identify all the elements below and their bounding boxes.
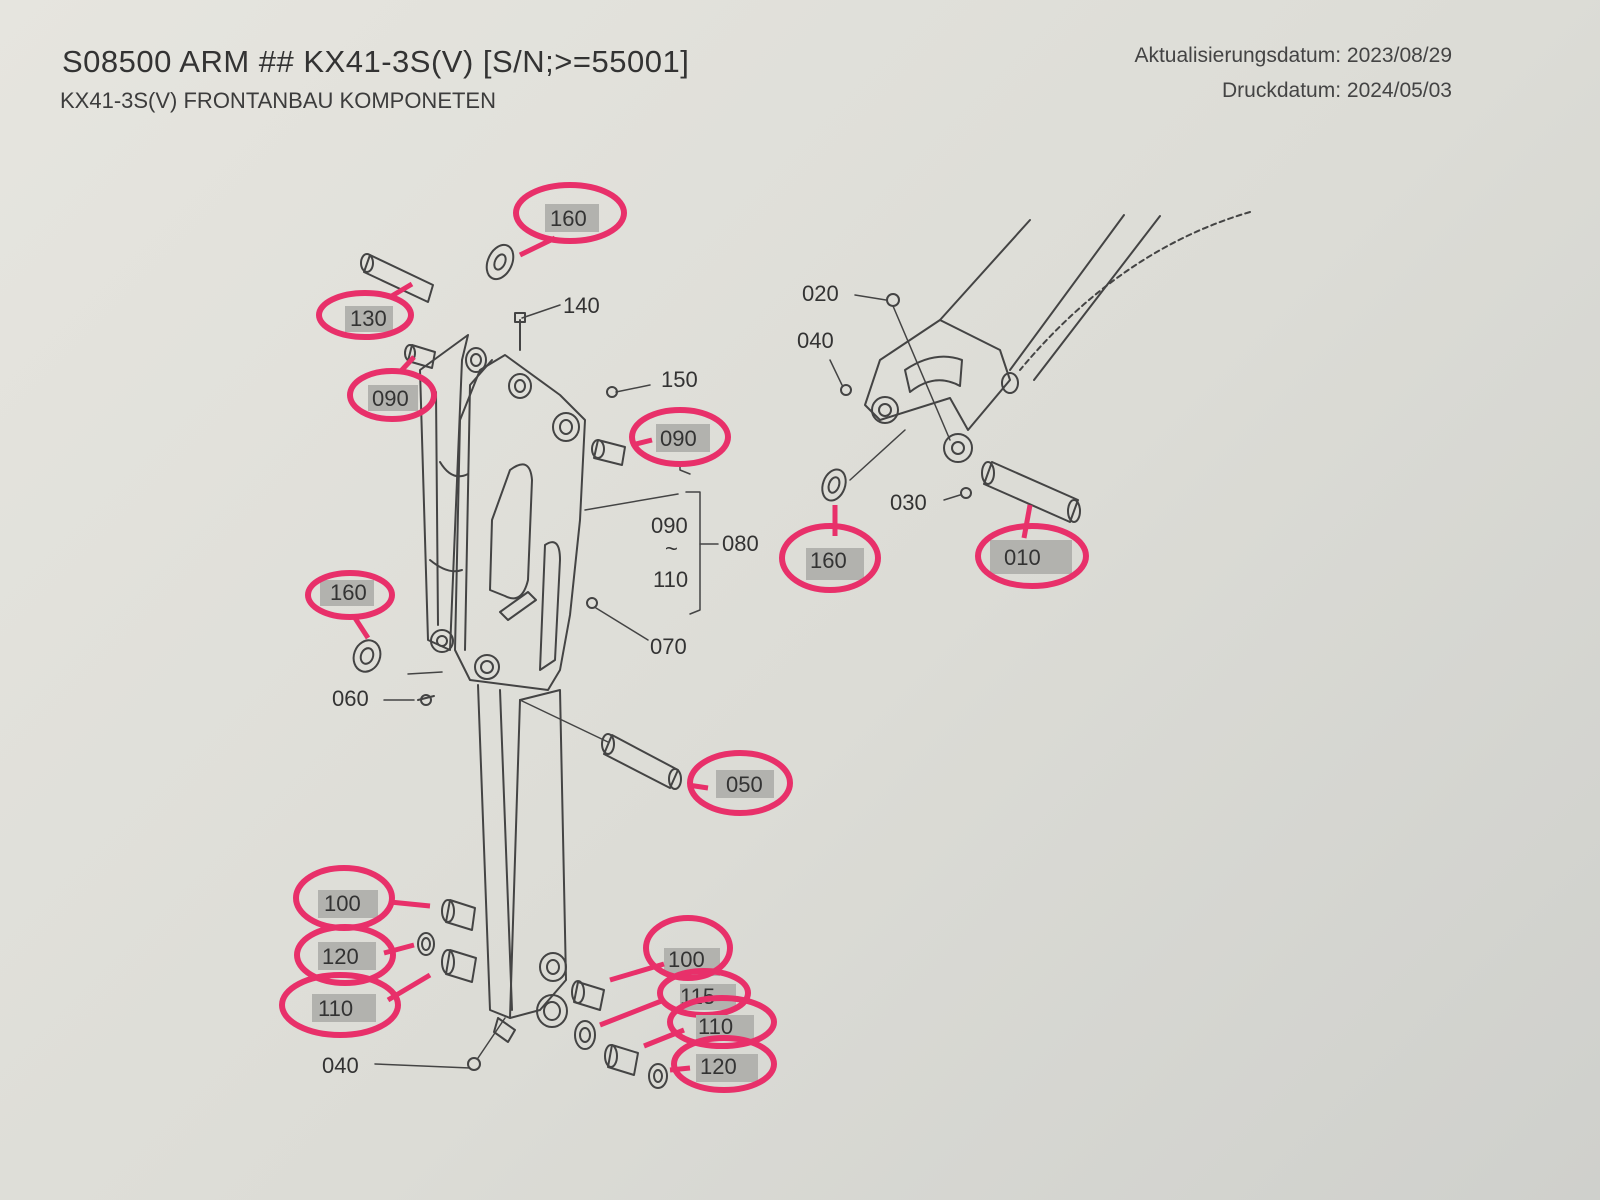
callout-010-text: 010 (1004, 545, 1041, 570)
callout-010: 010 (975, 504, 1089, 589)
print-date: Druckdatum: 2024/05/03 (1222, 79, 1452, 102)
callout-110-left-text: 110 (318, 996, 353, 1021)
plain-callouts: 140 150 090 ~ 110 080 070 060 040 020 04… (322, 281, 927, 1078)
callout-030: 030 (890, 490, 927, 515)
callout-160-top: 160 (513, 182, 627, 258)
callout-110-group: 110 (653, 567, 688, 592)
page-subtitle: KX41-3S(V) FRONTANBAU KOMPONETEN (60, 88, 496, 113)
callout-100-right-text: 100 (668, 947, 705, 972)
callout-110-right: 110 (643, 995, 777, 1049)
callout-050-text: 050 (726, 772, 763, 797)
callout-100-left: 100 (293, 865, 431, 931)
callout-080: 080 (722, 531, 759, 556)
callout-090-left-text: 090 (372, 386, 409, 411)
boom-end-detail (821, 211, 1251, 523)
callout-090-group: 090 (651, 513, 688, 538)
callout-160-top-text: 160 (550, 206, 587, 231)
callout-070: 070 (650, 634, 687, 659)
highlighted-callouts: 160 130 090 090 (279, 182, 1089, 1093)
callout-120-right-text: 120 (700, 1054, 737, 1079)
callout-090-right: 090 (629, 407, 731, 467)
update-date: Aktualisierungsdatum: 2023/08/29 (1134, 44, 1452, 67)
arm-hardware (352, 243, 682, 1089)
callout-110-left: 110 (279, 972, 432, 1038)
page-title: S08500 ARM ## KX41-3S(V) [S/N;>=55001] (62, 44, 690, 79)
callout-120-right: 120 (669, 1035, 777, 1093)
callout-040-right: 040 (797, 328, 834, 353)
callout-130: 130 (316, 281, 414, 340)
callout-020: 020 (802, 281, 839, 306)
callout-120-left-text: 120 (322, 944, 359, 969)
callout-160-right-text: 160 (810, 548, 847, 573)
callout-130-text: 130 (350, 306, 387, 331)
leader-lines-right (829, 294, 961, 501)
callout-090-left: 090 (347, 355, 437, 422)
callout-060: 060 (332, 686, 369, 711)
callout-140: 140 (563, 293, 600, 318)
callout-090-right-text: 090 (660, 426, 697, 451)
callout-040-bottom: 040 (322, 1053, 359, 1078)
callout-050: 050 (687, 750, 793, 816)
callout-160-left: 160 (305, 570, 395, 640)
callout-150: 150 (661, 367, 698, 392)
arm-body (419, 334, 586, 1043)
callout-110-right-text: 110 (698, 1014, 733, 1039)
callout-tilde: ~ (665, 536, 678, 561)
callout-160-right: 160 (779, 505, 881, 593)
callout-160-left-text: 160 (330, 580, 367, 605)
callout-120-left: 120 (294, 924, 415, 986)
callout-100-left-text: 100 (324, 891, 361, 916)
